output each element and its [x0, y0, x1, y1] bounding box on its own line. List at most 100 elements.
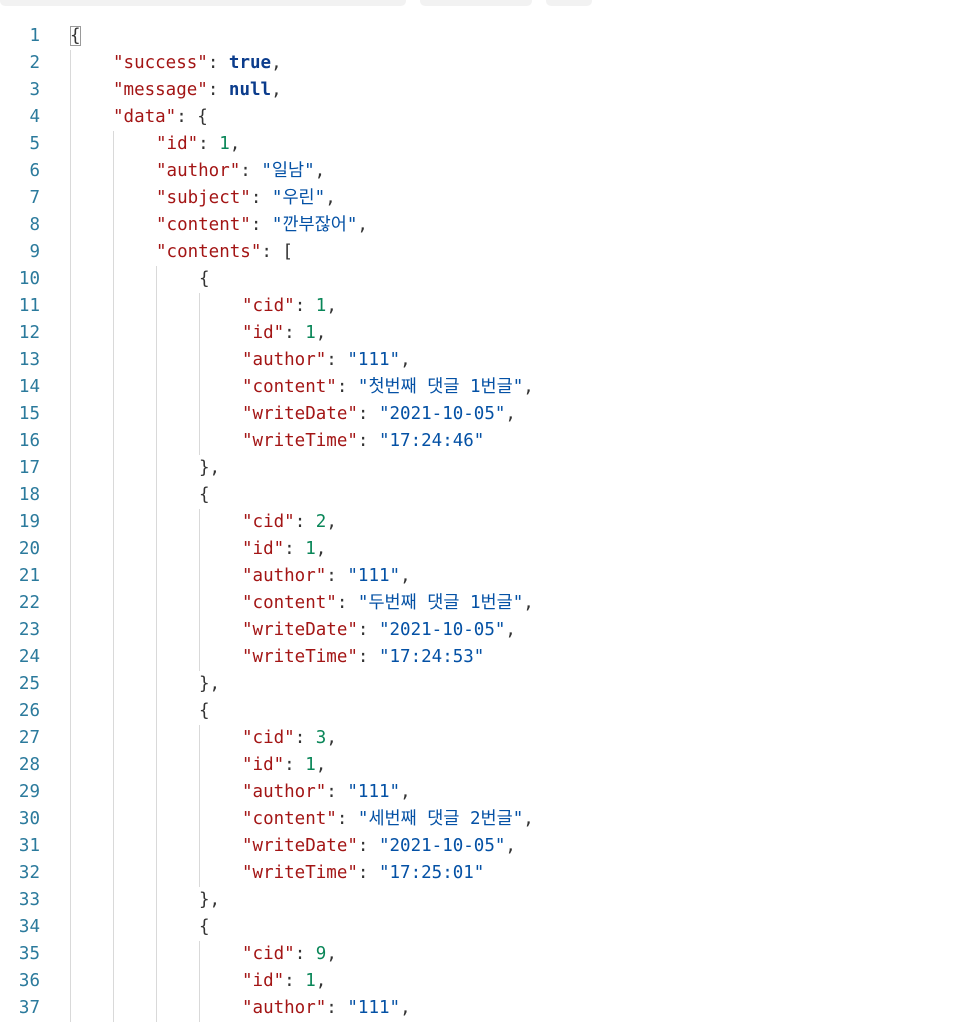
- line-number: 8: [29, 215, 40, 235]
- indent-guide: [199, 968, 200, 995]
- json-string: "첫번째 댓글 1번글": [357, 377, 524, 397]
- json-punctuation: ,: [505, 404, 516, 424]
- line-number: 27: [18, 728, 40, 748]
- code-text: "author": "111",: [242, 347, 411, 374]
- line-number: 22: [18, 593, 40, 613]
- code-line: 26 {: [0, 698, 973, 725]
- json-punctuation: :: [357, 647, 379, 667]
- code-line: 4"data": {: [0, 104, 973, 131]
- json-key: "cid": [242, 512, 295, 532]
- json-punctuation: ,: [271, 53, 282, 73]
- indent-guide: [70, 887, 71, 914]
- indent-guide: [156, 509, 157, 536]
- tab-2[interactable]: [420, 0, 532, 6]
- json-punctuation: {: [199, 485, 210, 505]
- indent-guide: [70, 941, 71, 968]
- indent-guide: [70, 185, 71, 212]
- json-response-viewer[interactable]: 1{2"success": true,3"message": null,4"da…: [0, 23, 973, 1022]
- json-string: "111": [347, 782, 401, 802]
- indent-guide: [70, 158, 71, 185]
- line-number: 11: [18, 296, 40, 316]
- line-number: 28: [18, 755, 40, 775]
- json-number: 1: [219, 134, 230, 154]
- json-punctuation: },: [199, 890, 221, 910]
- json-string: "깐부잖어": [271, 215, 358, 235]
- code-text: "author": "일남",: [156, 158, 325, 185]
- indent-guide: [156, 428, 157, 455]
- json-key: "id": [242, 755, 285, 775]
- json-punctuation: {: [70, 26, 81, 46]
- indent-guide: [113, 401, 114, 428]
- json-number: 2: [315, 512, 327, 532]
- indent-guide: [70, 833, 71, 860]
- code-line: 29"author": "111",: [0, 779, 973, 806]
- json-key: "message": [113, 80, 208, 100]
- indent-guide: [156, 779, 157, 806]
- indent-guide: [156, 806, 157, 833]
- tab-3[interactable]: [546, 0, 592, 6]
- json-key: "author": [156, 161, 241, 181]
- indent-guide: [156, 455, 157, 482]
- json-punctuation: },: [199, 458, 221, 478]
- code-text: "author": "111",: [242, 779, 411, 806]
- json-number: 3: [315, 728, 327, 748]
- indent-guide: [70, 806, 71, 833]
- json-punctuation: ,: [326, 512, 337, 532]
- code-text: {: [199, 698, 210, 725]
- line-number: 14: [18, 377, 40, 397]
- line-number: 32: [18, 863, 40, 883]
- indent-guide: [113, 293, 114, 320]
- indent-guide: [113, 131, 114, 158]
- line-number: 9: [29, 242, 40, 262]
- code-text: "cid": 2,: [242, 509, 337, 536]
- json-string: "111": [347, 566, 401, 586]
- line-number: 26: [18, 701, 40, 721]
- code-text: "author": "111",: [242, 995, 411, 1022]
- indent-guide: [156, 563, 157, 590]
- code-line: 13"author": "111",: [0, 347, 973, 374]
- json-punctuation: ,: [326, 944, 337, 964]
- json-punctuation: : {: [176, 107, 208, 127]
- indent-guide: [199, 725, 200, 752]
- line-number: 6: [29, 161, 40, 181]
- indent-guide: [70, 239, 71, 266]
- tab-1[interactable]: [0, 0, 406, 6]
- code-line: 8 "content": "깐부잖어",: [0, 212, 973, 239]
- line-number: 20: [18, 539, 40, 559]
- json-punctuation: :: [357, 836, 379, 856]
- code-line: 12"id": 1,: [0, 320, 973, 347]
- json-punctuation: {: [199, 269, 210, 289]
- indent-guide: [70, 536, 71, 563]
- indent-guide: [199, 320, 200, 347]
- line-number: 21: [18, 566, 40, 586]
- line-number: 18: [18, 485, 40, 505]
- code-text: "content": "첫번째 댓글 1번글",: [242, 374, 534, 401]
- json-string: "일남": [261, 161, 315, 181]
- indent-guide: [199, 941, 200, 968]
- indent-guide: [156, 644, 157, 671]
- indent-guide: [156, 536, 157, 563]
- json-key: "content": [242, 809, 337, 829]
- json-string: "우린": [271, 188, 326, 208]
- code-line: 24"writeTime": "17:24:53": [0, 644, 973, 671]
- code-text: "writeTime": "17:25:01": [242, 860, 484, 887]
- code-line: 22"content": "두번째 댓글 1번글",: [0, 590, 973, 617]
- indent-guide: [113, 455, 114, 482]
- indent-guide: [113, 995, 114, 1022]
- indent-guide: [199, 617, 200, 644]
- code-line: 5"id": 1,: [0, 131, 973, 158]
- code-text: "content": "깐부잖어",: [156, 212, 368, 239]
- json-punctuation: ,: [523, 593, 534, 613]
- code-line: 1{: [0, 23, 973, 50]
- indent-guide: [156, 266, 157, 293]
- json-key: "content": [156, 215, 251, 235]
- json-punctuation: },: [199, 674, 221, 694]
- json-punctuation: :: [357, 431, 379, 451]
- indent-guide: [70, 752, 71, 779]
- json-string: "2021-10-05": [378, 404, 506, 424]
- indent-guide: [70, 428, 71, 455]
- json-key: "writeTime": [242, 431, 358, 451]
- indent-guide: [113, 536, 114, 563]
- indent-guide: [156, 617, 157, 644]
- line-number: 36: [18, 971, 40, 991]
